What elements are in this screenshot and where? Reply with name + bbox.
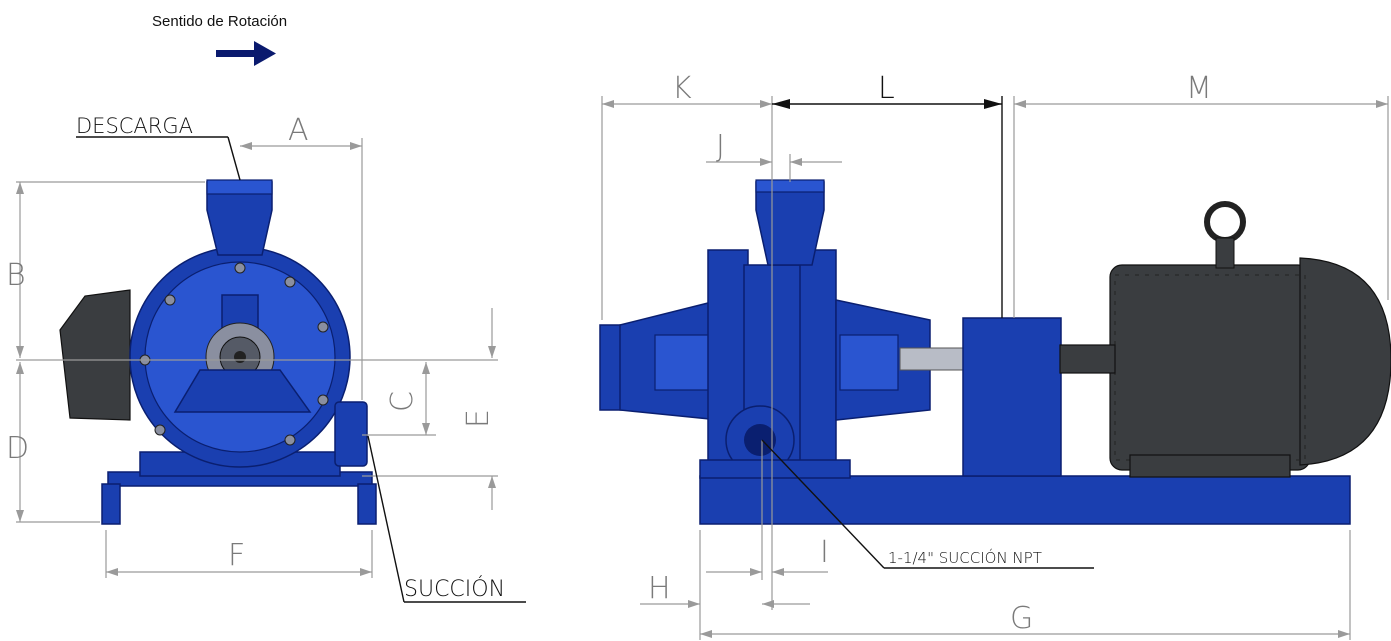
side-view-assembly — [599, 179, 1391, 525]
rotation-label: Sentido de Rotación — [152, 13, 287, 30]
front-view-pump — [59, 179, 377, 525]
dim-label-i: I — [820, 535, 829, 570]
dim-label-j: J — [716, 129, 725, 164]
dim-label-l: L — [878, 71, 895, 106]
motor — [1059, 201, 1391, 478]
dim-label-a: A — [288, 113, 309, 148]
front-view-dimensions: A DESCARGA B D C E — [6, 113, 526, 603]
dim-label-c: C — [385, 391, 420, 412]
dim-label-g: G — [1010, 601, 1033, 636]
dim-label-k: K — [672, 71, 692, 106]
side-suction-label: 1-1/4" SUCCIÓN NPT — [888, 548, 1042, 567]
dim-label-e: E — [461, 409, 496, 428]
rotation-arrow-icon — [216, 41, 276, 66]
dim-label-d: D — [6, 431, 29, 466]
flange-bolts — [139, 262, 329, 446]
discharge-label: DESCARGA — [76, 114, 193, 138]
dim-label-m: M — [1186, 71, 1212, 106]
dim-label-f: F — [228, 538, 245, 573]
dim-label-h: H — [648, 571, 671, 606]
dim-label-b: B — [6, 258, 26, 293]
side-view-dimensions: K L M J I H — [601, 71, 1389, 640]
suction-label: SUCCIÓN — [404, 576, 505, 602]
